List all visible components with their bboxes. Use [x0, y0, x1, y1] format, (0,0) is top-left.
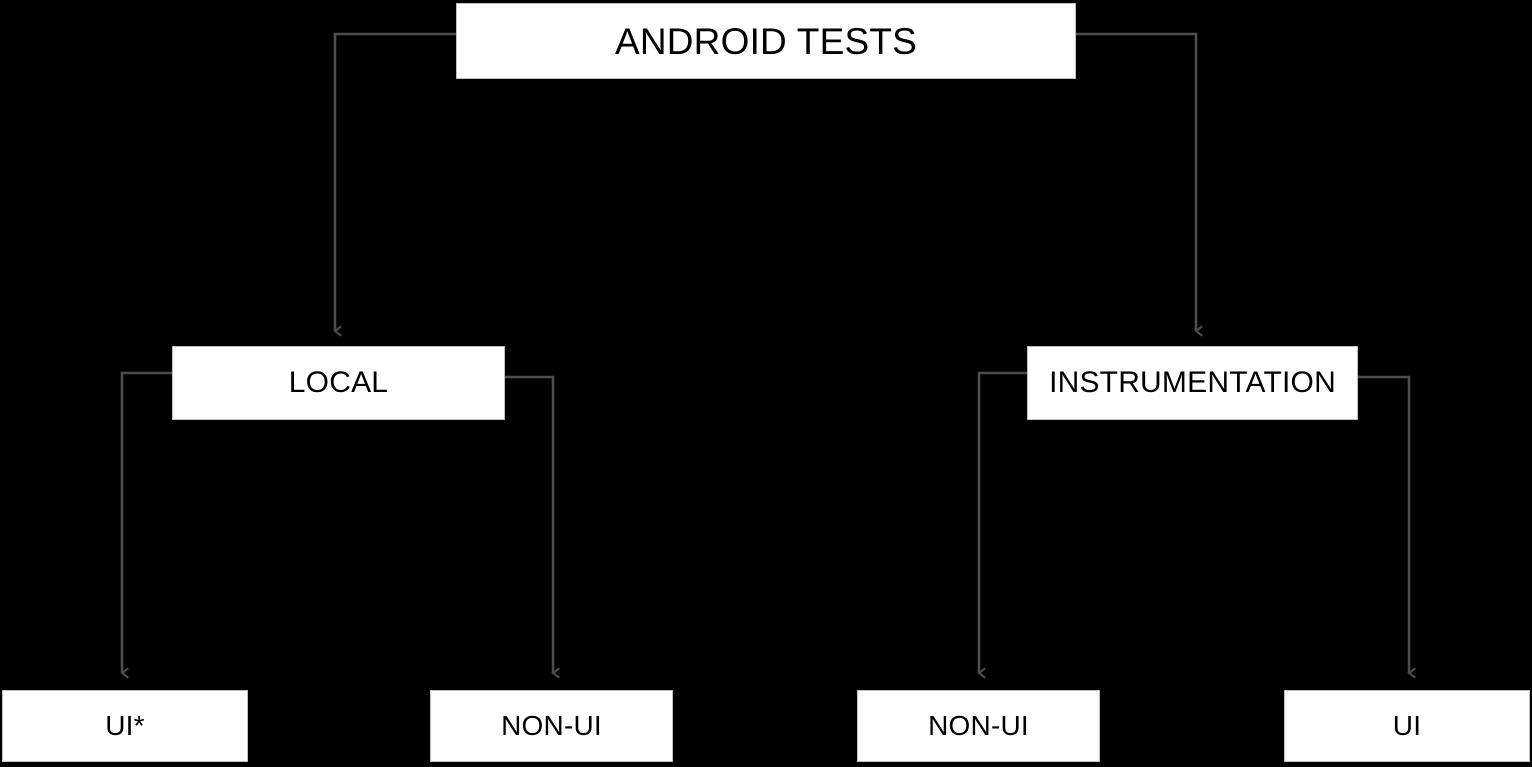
node-instrumentation-label: INSTRUMENTATION	[1049, 366, 1336, 399]
node-local-non-ui[interactable]: NON-UI	[430, 690, 673, 762]
node-local-non-ui-label: NON-UI	[501, 710, 602, 741]
node-local-label: LOCAL	[288, 366, 389, 399]
edge-instrumentation-to-ui	[1358, 375, 1416, 679]
node-instrumentation-ui-label: UI	[1392, 710, 1422, 741]
edge-root-to-instrumentation	[1076, 32, 1203, 337]
edge-local-to-local-non-ui	[505, 375, 560, 679]
node-instrumentation-non-ui[interactable]: NON-UI	[857, 690, 1100, 762]
node-instrumentation-ui[interactable]: UI	[1284, 690, 1530, 762]
edge-local-to-local-ui	[120, 371, 172, 679]
node-local-ui[interactable]: UI*	[2, 690, 248, 762]
node-local-ui-label: UI*	[105, 710, 145, 741]
node-android-tests-label: ANDROID TESTS	[614, 20, 918, 62]
edge-instrumentation-to-non-ui	[977, 371, 1027, 679]
edge-root-to-local	[333, 32, 456, 337]
node-android-tests[interactable]: ANDROID TESTS	[456, 3, 1076, 79]
node-instrumentation[interactable]: INSTRUMENTATION	[1027, 346, 1358, 420]
node-instrumentation-non-ui-label: NON-UI	[928, 710, 1029, 741]
node-local[interactable]: LOCAL	[172, 346, 505, 420]
